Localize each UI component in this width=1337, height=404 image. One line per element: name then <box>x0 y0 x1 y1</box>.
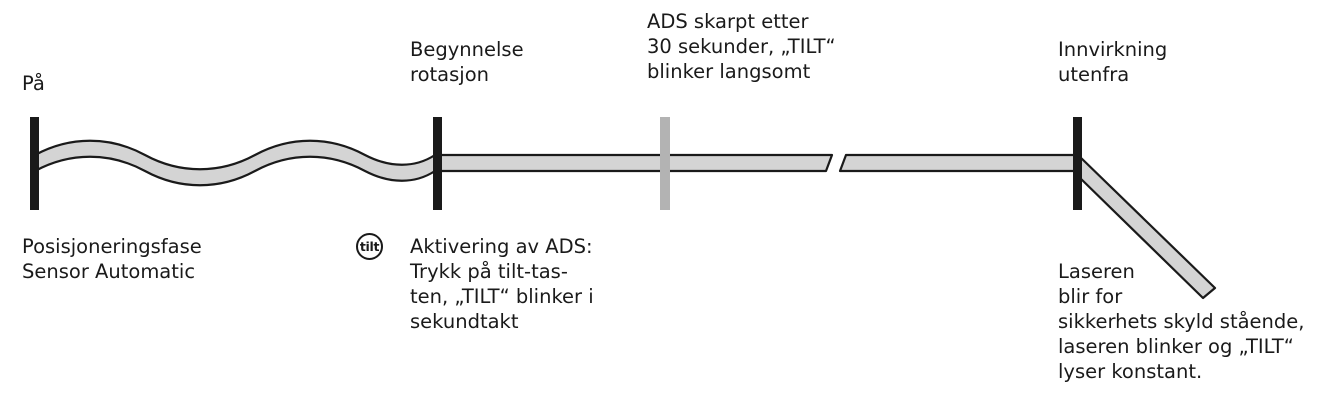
label-ads-activation: Aktivering av ADS: Trykk på tilt-tas- te… <box>410 235 594 333</box>
rotation-band-segment <box>433 153 834 173</box>
label-ads-armed: ADS skarpt etter 30 sekunder, „TILT“ bli… <box>647 10 836 83</box>
label-laser-stop: Laseren blir for sikkerhets skyld ståend… <box>1058 260 1305 383</box>
label-positioning-phase: Posisjoneringsfase Sensor Automatic <box>22 235 202 283</box>
marker-ads-armed <box>660 117 670 210</box>
rotation-band-segment-continued <box>838 153 1080 173</box>
tilt-key-icon: tilt <box>356 233 383 260</box>
label-on: På <box>22 72 45 95</box>
label-external-impact: Innvirkning utenfra <box>1058 38 1168 86</box>
marker-on <box>30 117 39 210</box>
positioning-wave-band <box>33 139 437 187</box>
label-rotation-start: Begynnelse rotasjon <box>410 38 524 86</box>
marker-rotation-start <box>433 117 442 210</box>
marker-external-impact <box>1073 117 1082 210</box>
